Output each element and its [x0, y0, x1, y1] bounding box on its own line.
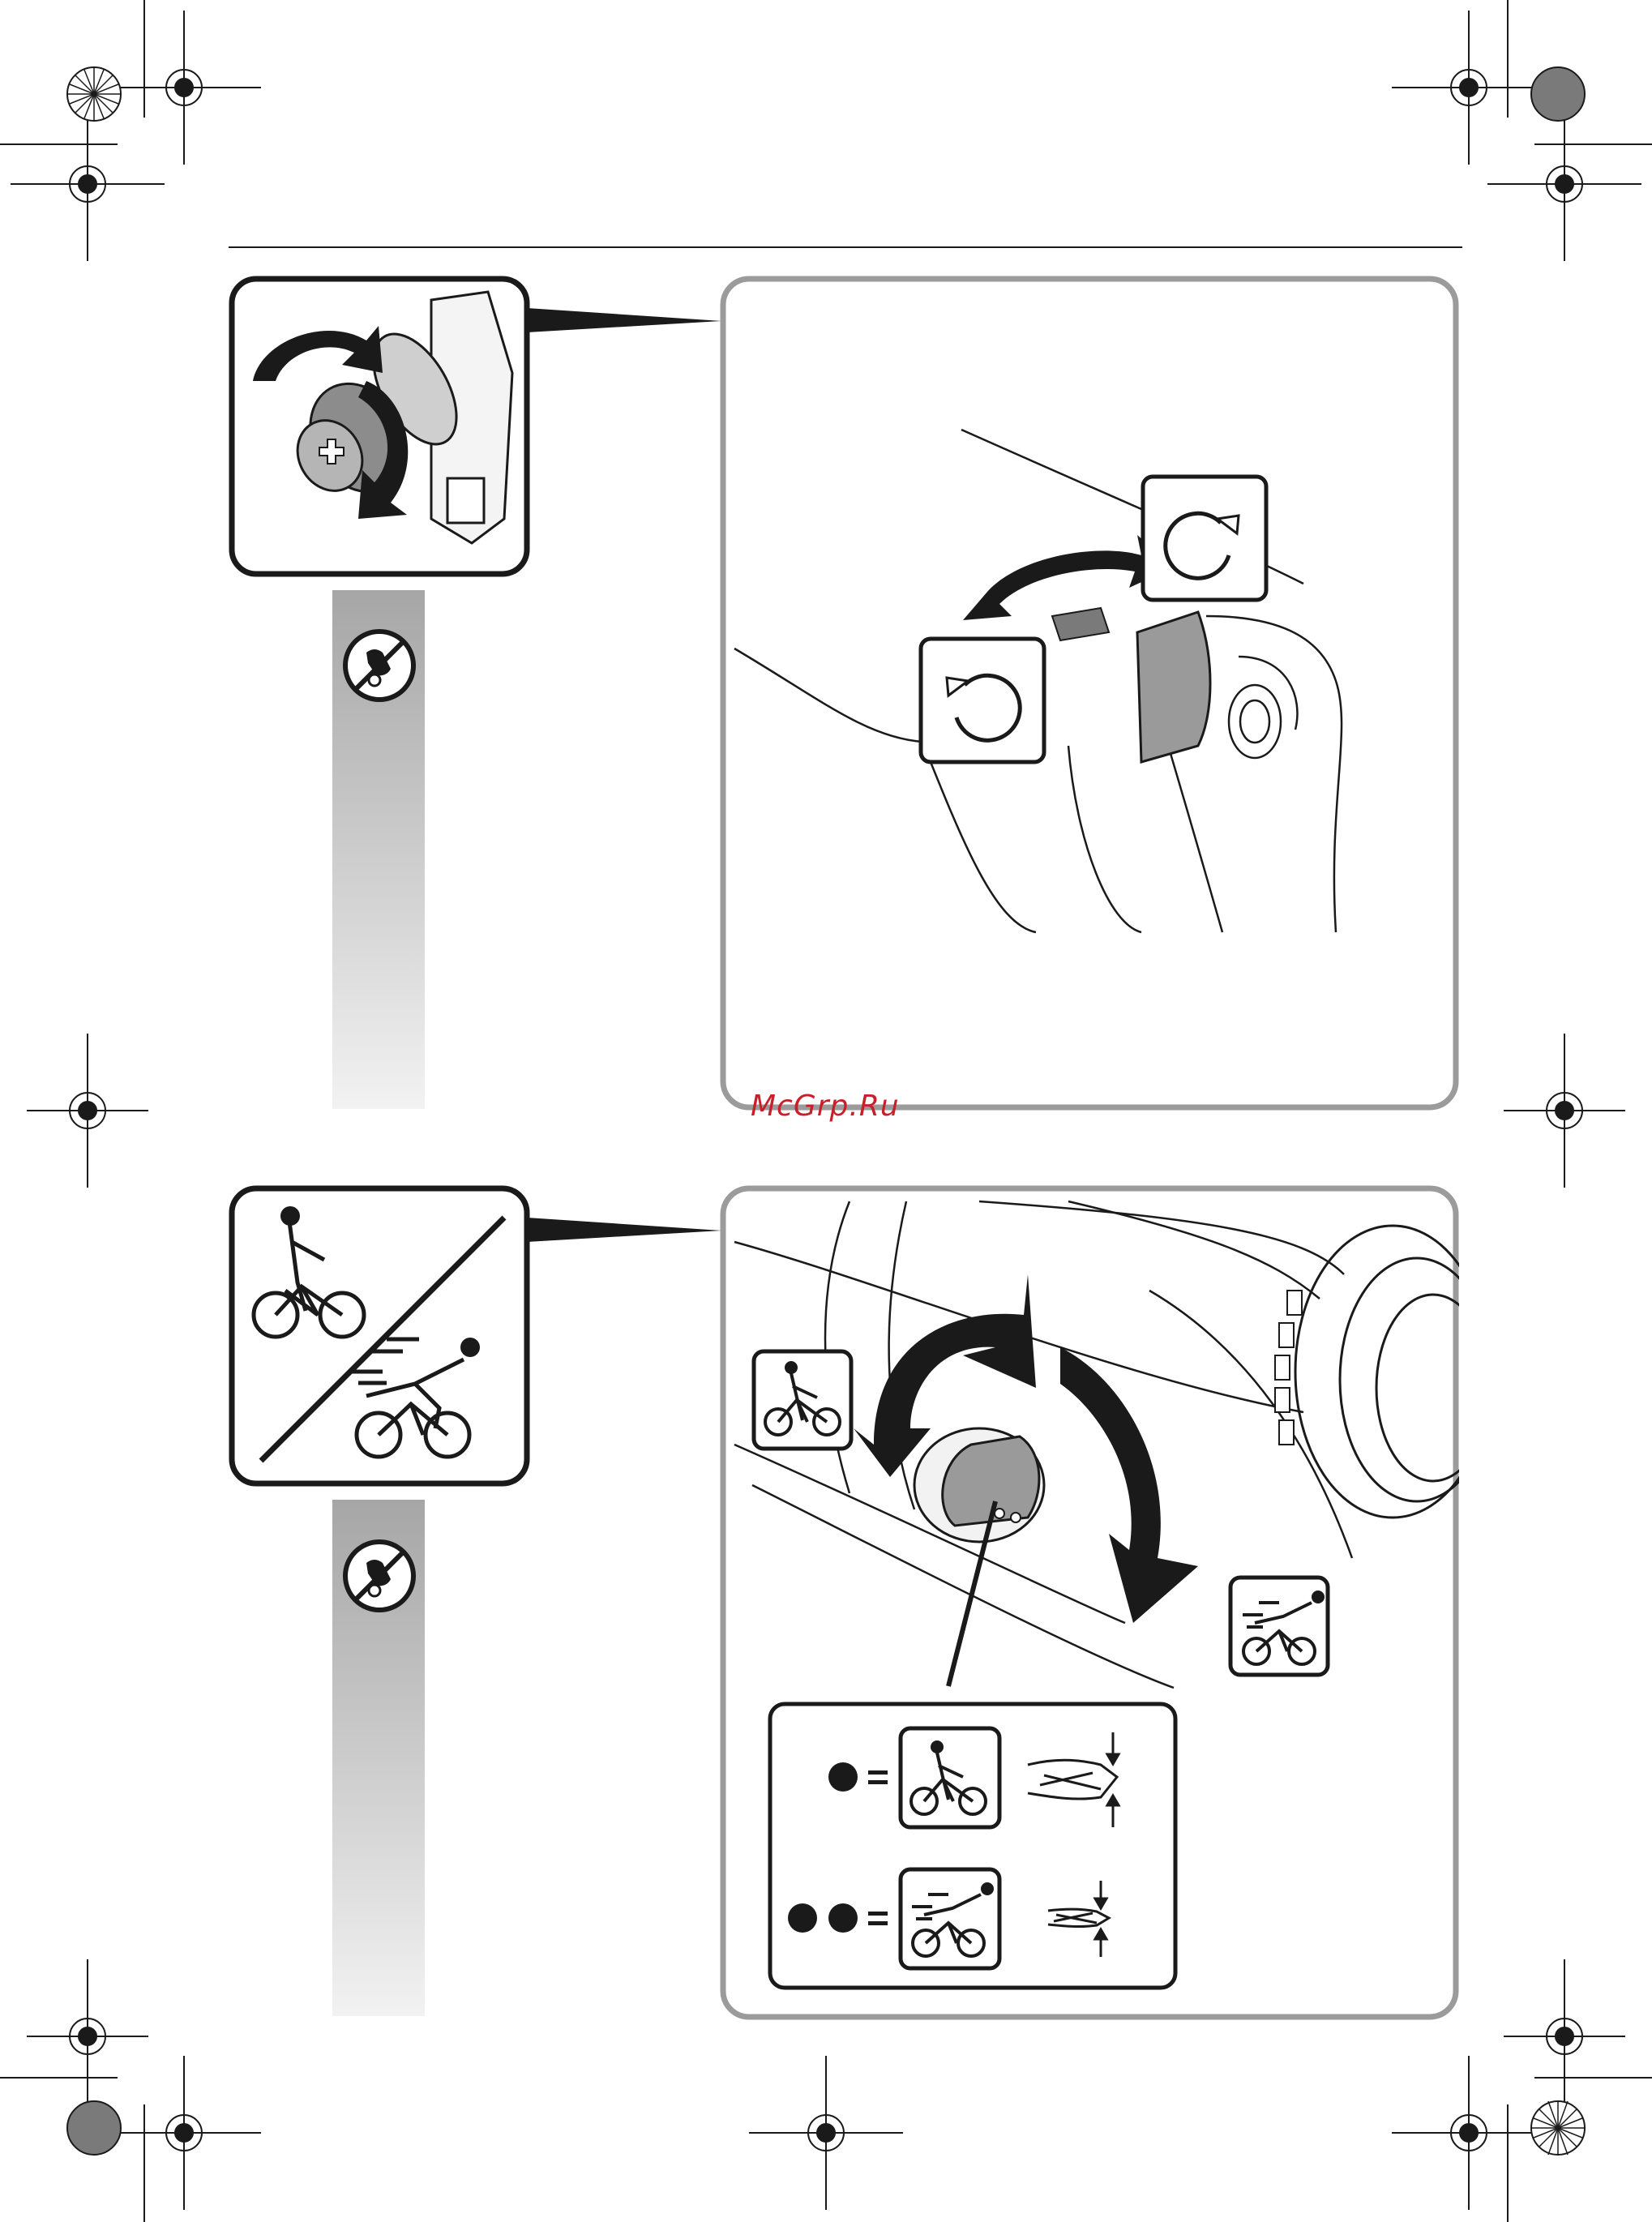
callout-pointer — [527, 308, 721, 332]
speed-selection-slow-fast-icon — [229, 1185, 530, 1487]
callout-pointer — [527, 1218, 721, 1242]
clockwise-rotation-icon — [1143, 477, 1266, 600]
no-hand-near-chuck-icon — [342, 1539, 417, 1613]
high-speed-cyclist-icon — [901, 1869, 999, 1968]
keyless-chuck-rotate-icon — [229, 276, 530, 577]
no-hand-near-chuck-icon — [342, 628, 417, 703]
low-speed-cyclist-icon — [754, 1351, 851, 1449]
watermark: McGrp.Ru — [751, 1090, 900, 1123]
high-speed-cyclist-icon — [1230, 1578, 1328, 1675]
counterclockwise-rotation-icon — [921, 639, 1044, 762]
rotation-direction-switch — [720, 276, 1459, 1111]
low-speed-cyclist-icon — [901, 1728, 999, 1827]
speed-legend — [770, 1704, 1175, 1988]
gear-selector-dial — [720, 1185, 1459, 2020]
